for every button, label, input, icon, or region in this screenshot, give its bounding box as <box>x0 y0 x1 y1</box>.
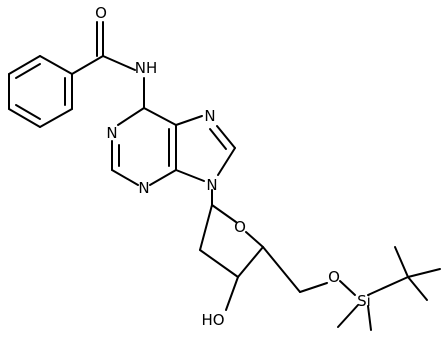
bond <box>102 55 136 71</box>
bond <box>199 249 239 278</box>
bond <box>339 280 356 296</box>
bond <box>299 282 328 293</box>
bond <box>15 104 41 120</box>
bond <box>8 108 41 128</box>
silicon-label: Si <box>357 292 371 310</box>
bond <box>8 55 41 75</box>
bond <box>262 246 301 293</box>
n9-label: N <box>206 176 217 194</box>
bond <box>394 246 409 278</box>
bond <box>225 276 239 311</box>
hydroxyl-label: HO <box>201 311 224 329</box>
bond <box>237 246 264 278</box>
bond <box>211 204 237 223</box>
bond <box>216 125 236 149</box>
bond <box>407 268 441 278</box>
bond <box>209 128 227 150</box>
bond <box>367 276 409 296</box>
bond <box>39 55 73 75</box>
bond <box>111 169 139 186</box>
bond <box>149 169 177 186</box>
bond <box>175 169 205 182</box>
bond <box>367 305 372 331</box>
bond <box>117 107 145 126</box>
bond <box>199 204 213 251</box>
bond <box>39 108 73 128</box>
bond <box>337 304 359 328</box>
bond <box>15 63 41 79</box>
bond <box>245 231 264 248</box>
n7-label: N <box>204 107 215 125</box>
atom-labels: O NH N N N N O HO O Si <box>95 4 371 329</box>
carbonyl-oxygen-label: O <box>95 4 107 22</box>
bond <box>407 276 428 301</box>
ring-oxygen-label: O <box>234 218 246 236</box>
bond-lines <box>8 21 441 331</box>
bond <box>217 147 236 176</box>
bond <box>175 115 203 126</box>
n3-label: N <box>138 179 149 197</box>
n1-label: N <box>106 124 117 142</box>
bond <box>143 107 177 126</box>
bond <box>71 55 104 75</box>
ether-oxygen-label: O <box>328 268 340 286</box>
amide-nitrogen-label: NH <box>135 59 158 77</box>
